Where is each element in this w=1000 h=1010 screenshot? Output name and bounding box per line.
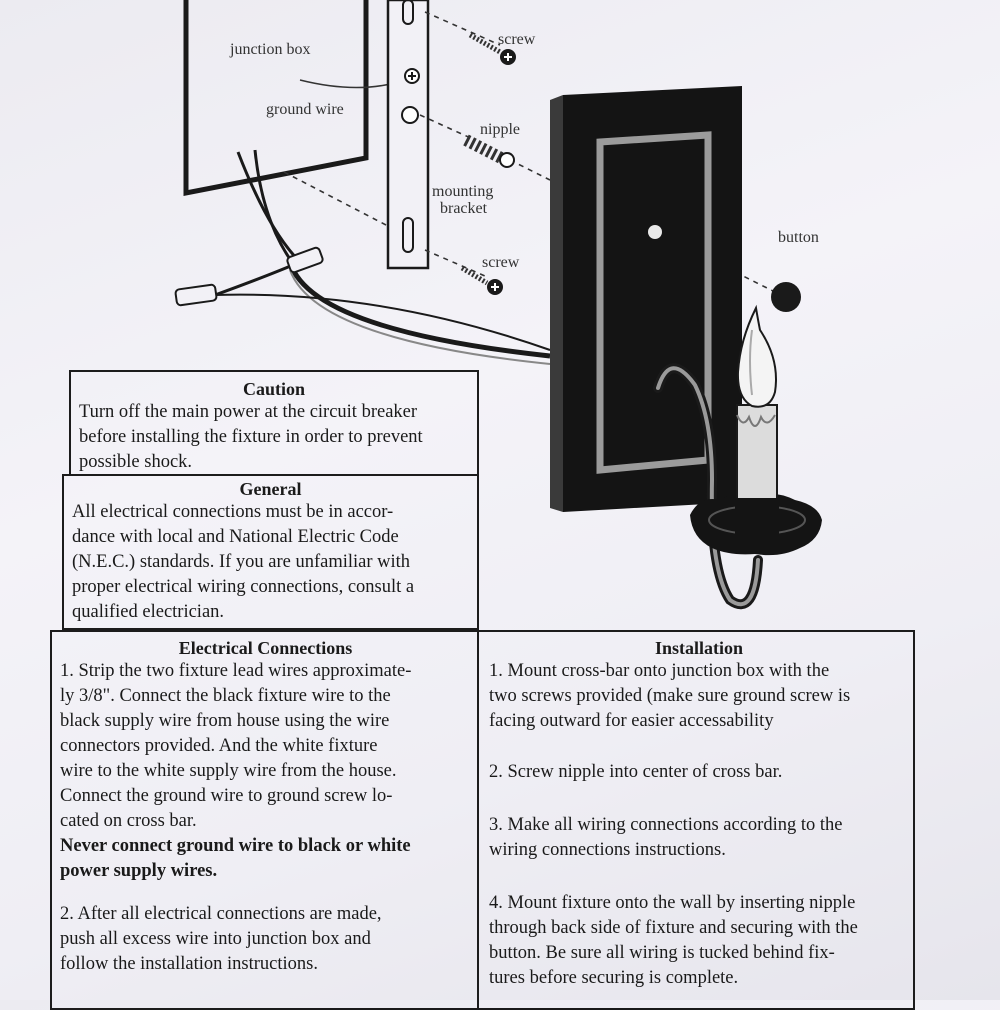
button-label: button <box>778 229 819 246</box>
mounting-bracket-label-2: bracket <box>440 200 488 217</box>
installation-line: 4. Mount fixture onto the wall by insert… <box>489 893 856 913</box>
screw-bottom <box>460 265 503 295</box>
electrical-step-2: 2. After all electrical connections are … <box>60 902 471 977</box>
general-line: dance with local and National Electric C… <box>72 527 399 547</box>
electrical-step-1: 1. Strip the two fixture lead wires appr… <box>60 659 471 834</box>
caution-line: possible shock. <box>79 452 193 472</box>
electrical-line: black supply wire from house using the w… <box>60 711 390 731</box>
installation-line: 1. Mount cross-bar onto junction box wit… <box>489 661 830 681</box>
electrical-connections-box: Electrical Connections 1. Strip the two … <box>50 630 479 1010</box>
screw-top-label: screw <box>498 31 536 48</box>
electrical-line: wire to the white supply wire from the h… <box>60 761 397 781</box>
caution-line: before installing the fixture in order t… <box>79 427 423 447</box>
installation-line: two screws provided (make sure ground sc… <box>489 686 851 706</box>
installation-step-4: 4. Mount fixture onto the wall by insert… <box>489 891 909 991</box>
flame-bulb <box>736 304 777 408</box>
installation-step-3: 3. Make all wiring connections according… <box>489 813 909 863</box>
installation-step-2: 2. Screw nipple into center of cross bar… <box>489 760 909 785</box>
electrical-title: Electrical Connections <box>178 638 353 658</box>
installation-line: tures before securing is complete. <box>489 968 739 988</box>
installation-line: 3. Make all wiring connections according… <box>489 815 843 835</box>
caution-line: Turn off the main power at the circuit b… <box>79 402 418 422</box>
electrical-line: connectors provided. And the white fixtu… <box>60 736 378 756</box>
electrical-line: 2. After all electrical connections are … <box>60 904 382 924</box>
general-line: (N.E.C.) standards. If you are unfamilia… <box>72 552 411 572</box>
junction-box <box>183 0 369 197</box>
installation-box: Installation 1. Mount cross-bar onto jun… <box>477 630 915 1010</box>
general-line: proper electrical wiring connections, co… <box>72 577 415 597</box>
installation-line: 2. Screw nipple into center of cross bar… <box>489 762 783 782</box>
electrical-line: cated on cross bar. <box>60 811 197 831</box>
installation-line: wiring connections instructions. <box>489 840 726 860</box>
wires <box>174 149 551 365</box>
general-line: All electrical connections must be in ac… <box>72 502 394 522</box>
installation-title: Installation <box>654 638 744 658</box>
electrical-line: push all excess wire into junction box a… <box>60 929 371 949</box>
general-text: All electrical connections must be in ac… <box>72 500 469 625</box>
candle <box>735 404 779 540</box>
electrical-line: Connect the ground wire to ground screw … <box>60 786 393 806</box>
installation-step-1: 1. Mount cross-bar onto junction box wit… <box>489 659 909 734</box>
nipple-part <box>463 134 515 168</box>
electrical-line: ly 3/8". Connect the black fixture wire … <box>60 686 391 706</box>
general-box: General All electrical connections must … <box>62 474 479 630</box>
mounting-bracket-label-1: mounting <box>432 183 493 200</box>
general-line: qualified electrician. <box>72 602 225 622</box>
installation-diagram: junction box ground wire mounting bracke… <box>174 0 822 610</box>
nipple-label: nipple <box>480 121 520 138</box>
general-title: General <box>239 479 302 499</box>
caution-text: Turn off the main power at the circuit b… <box>79 400 469 475</box>
warning-line: Never connect ground wire to black or wh… <box>60 836 411 856</box>
warning-line: power supply wires. <box>60 861 218 881</box>
screw-bottom-label: screw <box>482 254 520 271</box>
button-part <box>771 282 801 312</box>
junction-box-label: junction box <box>229 41 310 58</box>
screw-top <box>468 32 516 65</box>
ground-wire-label: ground wire <box>266 101 344 118</box>
caution-box: Caution Turn off the main power at the c… <box>69 370 479 476</box>
electrical-warning: Never connect ground wire to black or wh… <box>60 834 471 884</box>
installation-line: facing outward for easier accessability <box>489 711 774 731</box>
installation-line: button. Be sure all wiring is tucked beh… <box>489 943 835 963</box>
electrical-line: 1. Strip the two fixture lead wires appr… <box>60 661 412 681</box>
installation-line: through back side of fixture and securin… <box>489 918 858 938</box>
caution-title: Caution <box>242 379 305 399</box>
electrical-line: follow the installation instructions. <box>60 954 318 974</box>
candle-arm <box>653 363 763 610</box>
mounting-bracket <box>386 0 430 270</box>
